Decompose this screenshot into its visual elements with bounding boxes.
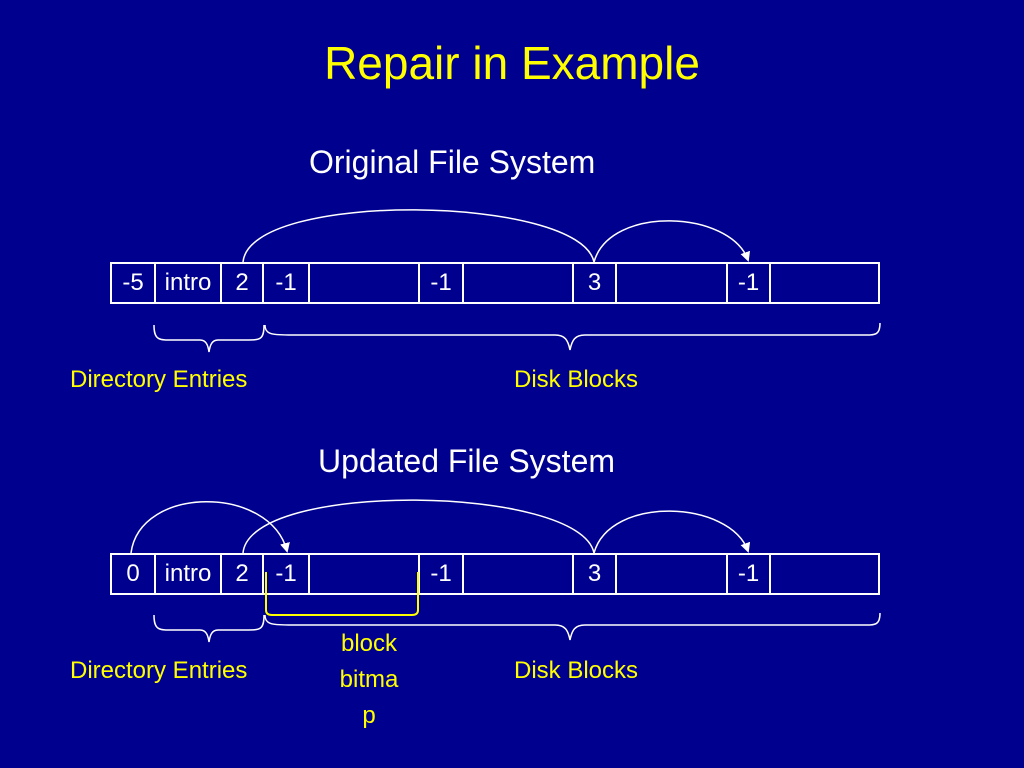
original-cell-7: 3 [587,269,602,296]
updated-disk-label: Disk Blocks [514,657,639,684]
updated-cell-5: -1 [430,560,452,587]
block-bitmap-bracket [265,572,419,616]
original-cell-3: -1 [275,269,297,296]
block-bitmap-label-line2: bitma [339,666,399,693]
divider [572,555,574,593]
original-disk-label: Disk Blocks [514,366,639,393]
divider [769,264,771,302]
original-directory-label: Directory Entries [70,366,248,393]
divider [308,264,310,302]
updated-row: 0 intro 2 -1 -1 3 -1 [110,553,880,595]
divider [572,264,574,302]
original-cell-2: 2 [235,269,249,296]
divider [462,555,464,593]
updated-disk-brace [264,612,881,641]
original-cell-1: intro [164,269,212,296]
divider [726,555,728,593]
updated-arrow-2-to-3 [242,499,595,554]
slide-title: Repair in Example [324,37,700,89]
divider [154,264,156,302]
divider [615,555,617,593]
updated-cell-0: 0 [126,560,140,587]
divider [418,264,420,302]
divider [262,555,264,593]
divider [262,264,264,302]
divider [462,264,464,302]
original-cell-5: -1 [430,269,452,296]
divider [220,555,222,593]
original-cell-9: -1 [737,269,760,296]
original-cell-0: -5 [122,269,144,296]
divider [308,555,310,593]
divider [769,555,771,593]
original-row: -5 intro 2 -1 -1 3 -1 [110,262,880,304]
original-heading: Original File System [309,144,596,180]
updated-cell-2: 2 [235,560,249,587]
updated-arrow-0-to-first-block [130,501,290,554]
block-bitmap-label-line1: block [340,630,398,657]
updated-cell-3: -1 [275,560,297,587]
divider [220,264,222,302]
block-bitmap-label-line3: p [362,702,376,729]
divider [726,264,728,302]
updated-cell-1: intro [164,560,212,587]
updated-directory-brace [153,614,265,643]
updated-cell-9: -1 [737,560,760,587]
updated-arrow-3-to-end [593,510,751,554]
updated-heading: Updated File System [318,443,616,479]
updated-directory-label: Directory Entries [70,657,248,684]
original-disk-brace [264,322,881,351]
divider [154,555,156,593]
original-arrow-2-to-3 [242,209,595,263]
divider [615,264,617,302]
original-directory-brace [153,324,265,353]
original-arrow-3-to-end [593,220,750,263]
updated-cell-7: 3 [587,560,602,587]
